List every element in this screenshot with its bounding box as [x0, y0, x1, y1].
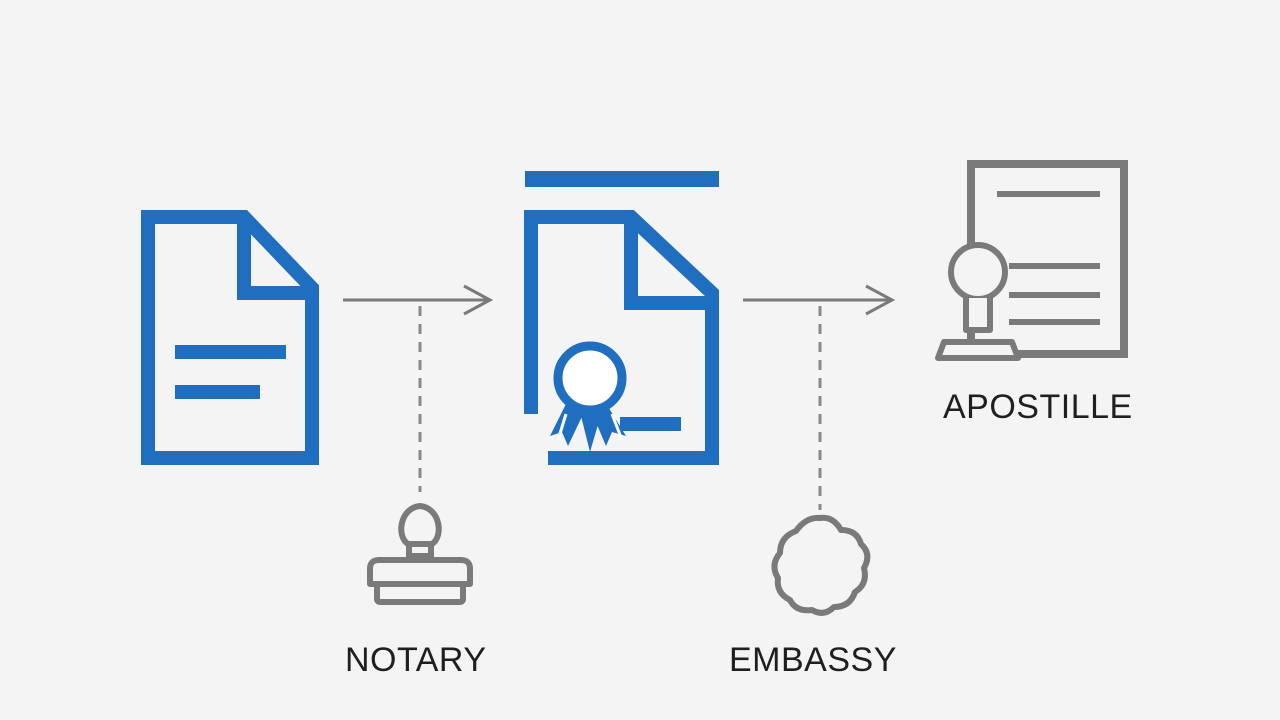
notary-label: NOTARY	[345, 641, 487, 679]
ribbon-seal-icon	[550, 341, 627, 452]
apostille-stamp-icon	[935, 242, 1021, 361]
document-top-bar	[525, 171, 719, 187]
arrow-2	[743, 284, 896, 316]
apostilled-document-icon	[935, 160, 1128, 361]
embassy-seal-icon	[771, 514, 871, 616]
notary-stamp-icon	[367, 503, 473, 605]
document-icon	[141, 210, 319, 465]
arrow-1	[343, 284, 494, 316]
apostille-label: APOSTILLE	[943, 388, 1133, 426]
certified-document-icon	[524, 171, 719, 465]
embassy-label: EMBASSY	[729, 641, 897, 679]
